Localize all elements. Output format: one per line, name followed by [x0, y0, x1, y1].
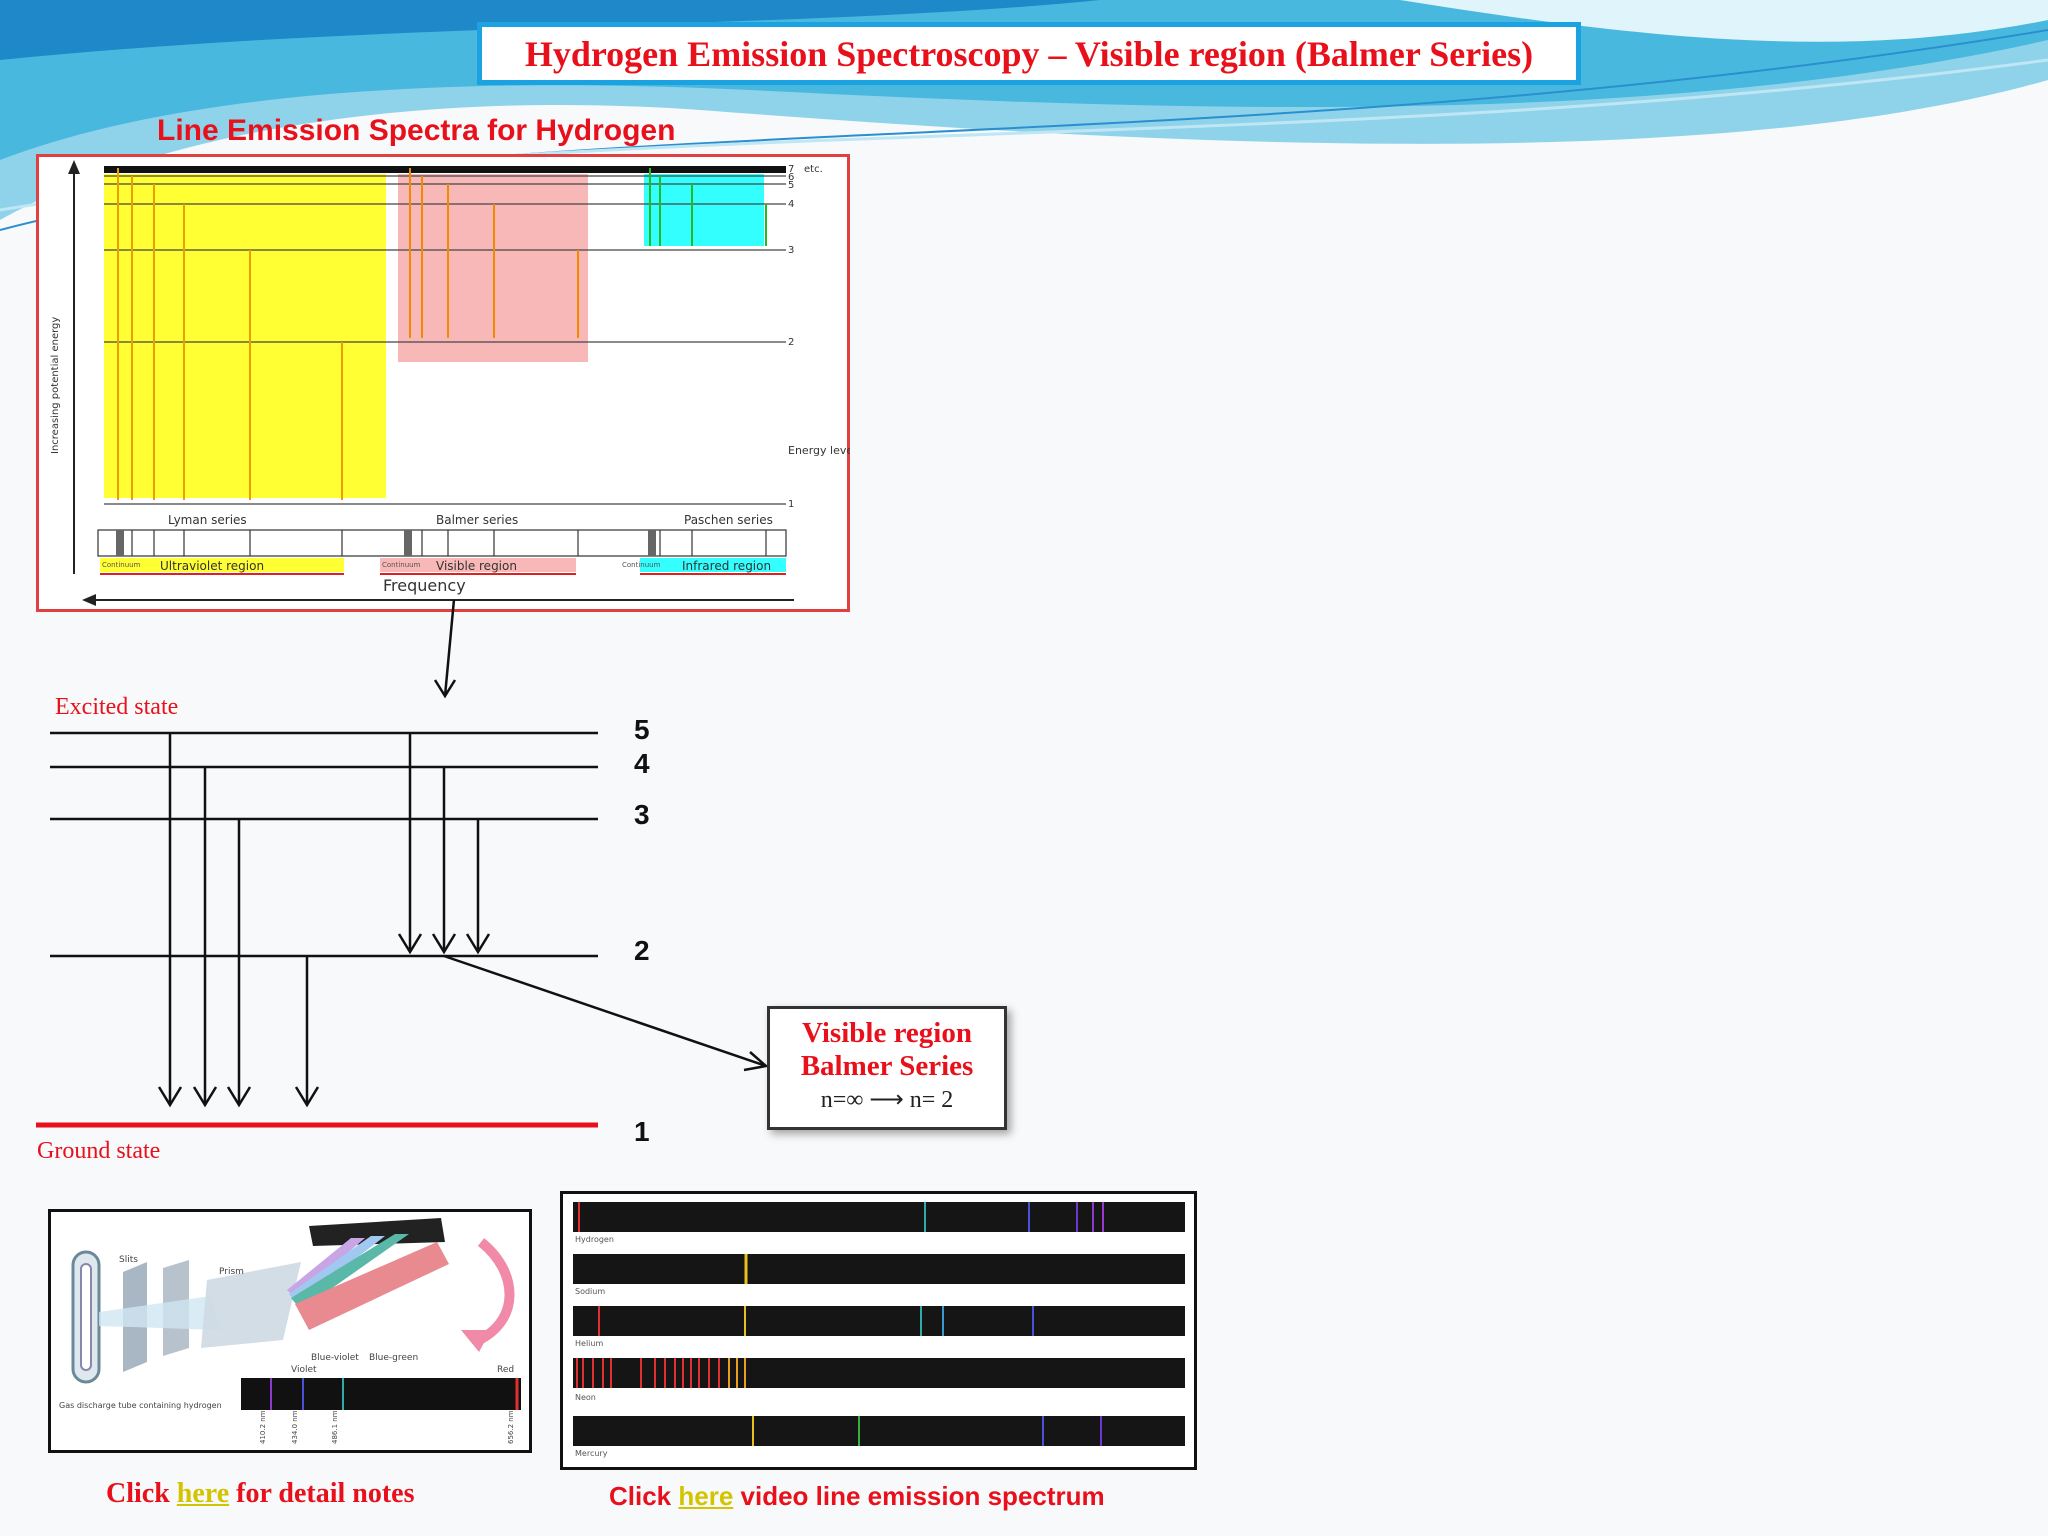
wavelength-434: 434.0 nm: [291, 1410, 299, 1444]
prism-apparatus-graphic: Slits Prism Violet Blue-violet Blue-gree…: [59, 1218, 521, 1444]
balmer-series-label: Balmer series: [436, 513, 518, 527]
blue-green-label: Blue-green: [369, 1353, 418, 1363]
callout-line-1: Visible region: [802, 1017, 972, 1049]
spectra-heading: Line Emission Spectra for Hydrogen: [157, 114, 676, 147]
continuum-label-1: Continuum: [102, 561, 141, 569]
wavelength-486: 486.1 nm: [331, 1410, 339, 1444]
infrared-region-label: Infrared region: [682, 559, 771, 573]
element-spectra-graphic: Hydrogen Sodium Helium Neon Mercury: [573, 1202, 1185, 1458]
spectra-level-2: 2: [788, 337, 794, 348]
video-text: Click here video line emission spectrum: [609, 1481, 1105, 1512]
energy-level-label: Energy level (n): [788, 444, 850, 457]
notes-prefix: Click: [106, 1478, 177, 1509]
violet-label: Violet: [291, 1365, 317, 1375]
continuum-label-3: Continuum: [622, 561, 661, 569]
level-label-2: 2: [634, 935, 650, 966]
spectra-diagram-graphic: 7 6 5 4 3 2 1 etc. Energy level (n) Incr…: [50, 160, 850, 606]
visible-region-label: Visible region: [436, 559, 517, 573]
hydrogen-label: Hydrogen: [575, 1235, 614, 1244]
ground-state-label: Ground state: [37, 1138, 161, 1164]
spectra-etc-label: etc.: [804, 164, 823, 175]
spectra-level-6: 6: [788, 172, 794, 183]
sodium-label: Sodium: [575, 1287, 605, 1296]
detail-notes-link[interactable]: here: [176, 1478, 230, 1509]
spectra-level-5: 5: [788, 180, 794, 191]
spectra-level-3: 3: [788, 245, 794, 256]
wavelength-656: 656.2 nm: [507, 1410, 515, 1444]
level-label-1: 1: [634, 1116, 650, 1147]
continuum-label-2: Continuum: [382, 561, 421, 569]
video-suffix: video line emission spectrum: [733, 1481, 1105, 1511]
frequency-axis-label: Frequency: [383, 576, 466, 595]
helium-label: Helium: [575, 1339, 603, 1348]
video-prefix: Click: [609, 1481, 679, 1511]
mercury-label: Mercury: [575, 1449, 608, 1458]
neon-label: Neon: [575, 1393, 596, 1402]
tube-label: Gas discharge tube containing hydrogen: [59, 1401, 222, 1410]
level-label-5: 5: [634, 714, 650, 745]
y-axis-label: Increasing potential energy: [50, 317, 61, 454]
red-label: Red: [497, 1365, 514, 1375]
spectra-level-4: 4: [788, 199, 794, 210]
level-label-4: 4: [634, 748, 650, 779]
spectra-level-7: 7: [788, 164, 794, 175]
callout-line-2: Balmer Series: [800, 1050, 974, 1082]
video-link[interactable]: here: [678, 1481, 734, 1511]
detail-notes-text: Click here for detail notes: [106, 1478, 415, 1510]
lyman-series-label: Lyman series: [168, 513, 247, 527]
spectra-level-1: 1: [788, 499, 794, 510]
slits-label: Slits: [119, 1255, 138, 1265]
notes-suffix: for detail notes: [229, 1478, 415, 1509]
visible-region-callout: Visible region Balmer Series n=∞ ⟶ n= 2: [767, 1006, 1007, 1130]
paschen-series-label: Paschen series: [684, 513, 773, 527]
level-label-3: 3: [634, 799, 650, 830]
prism-label: Prism: [219, 1267, 244, 1277]
blue-violet-label: Blue-violet: [311, 1353, 359, 1363]
energy-level-diagram: [36, 600, 769, 1128]
wavelength-410: 410.2 nm: [259, 1410, 267, 1444]
ultraviolet-region-label: Ultraviolet region: [160, 559, 264, 573]
callout-transition: n=∞ ⟶ n= 2: [820, 1087, 954, 1113]
excited-state-label: Excited state: [55, 694, 179, 720]
page-title: Hydrogen Emission Spectroscopy – Visible…: [477, 22, 1581, 85]
